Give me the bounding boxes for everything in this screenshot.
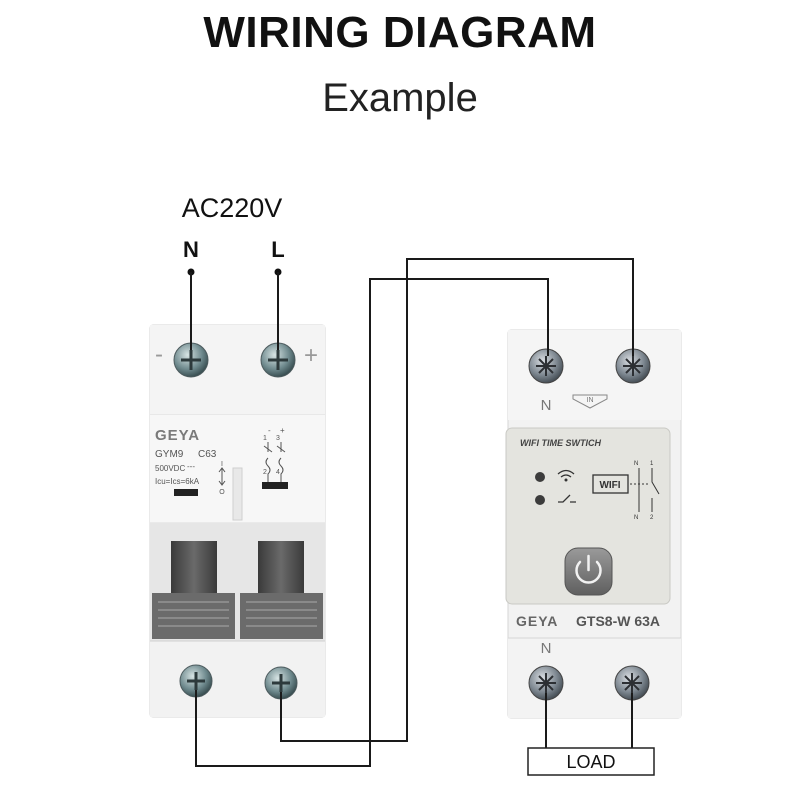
breaker-top-right-screw <box>260 342 296 378</box>
load-label: LOAD <box>566 752 615 772</box>
breaker-left-indicator-window <box>174 489 198 496</box>
breaker-switch-on-mark: I <box>221 461 223 468</box>
breaker-breaking-capacity: Icu=Ics=6kA <box>155 477 200 486</box>
breaker-terminal-1: 1 <box>263 435 267 442</box>
supply-line-label: L <box>271 237 284 262</box>
wifi-badge <box>592 474 629 494</box>
wifi-switch-panel-title: WIFI TIME SWTICH <box>520 438 601 448</box>
wifi-switch-top-left-screw <box>528 348 564 384</box>
schematic-terminal-2: 2 <box>650 515 654 521</box>
wifi-switch-model: GTS8-W 63A <box>576 613 660 629</box>
breaker-rating: C63 <box>198 449 217 460</box>
relay-status-led <box>535 495 545 505</box>
breaker-link-bar <box>232 467 243 521</box>
supply-voltage-label: AC220V <box>182 193 283 223</box>
wifi-switch-brand-logo: GEYA <box>516 613 558 629</box>
breaker-terminal-4: 4 <box>276 469 280 476</box>
relay-contact-icon <box>558 494 576 503</box>
schematic-terminal-1: 1 <box>650 461 654 467</box>
breaker-minus-mark-small: - <box>268 426 271 435</box>
relay-schematic-icon <box>630 468 660 512</box>
wifi-switch-input-arrow-label: IN <box>587 397 594 404</box>
breaker-plus-sign: + <box>304 342 318 369</box>
supply-neutral-label: N <box>183 237 199 262</box>
breaker-terminal-3: 3 <box>276 435 280 442</box>
wifi-switch-front-panel <box>505 427 671 605</box>
breaker-right-toggle[interactable] <box>240 541 323 639</box>
breaker-left-toggle[interactable] <box>152 541 235 639</box>
neutral-feed-wire <box>195 278 549 767</box>
schematic-n-bottom: N <box>634 515 638 521</box>
wiring <box>190 258 634 767</box>
wifi-status-led <box>535 472 545 482</box>
power-button[interactable] <box>564 547 613 596</box>
breaker-plus-mark-small: + <box>280 426 285 435</box>
diagram-title: WIRING DIAGRAM <box>203 8 597 57</box>
breaker-minus-sign: - <box>155 341 163 368</box>
breaker-switch-off-mark: O <box>219 489 225 496</box>
breaker-pole-symbol-icon <box>263 442 286 482</box>
diagram-subtitle: Example <box>322 76 478 120</box>
breaker-model: GYM9 <box>155 449 184 460</box>
circuit-breaker <box>149 324 326 718</box>
breaker-bottom-left-screw <box>179 664 213 698</box>
breaker-voltage: 500VDC <box>155 464 185 473</box>
wifi-switch-top-right-screw <box>615 348 651 384</box>
wifi-switch-bottom-left-screw <box>528 665 564 701</box>
wifi-icon <box>557 469 575 482</box>
wifi-badge-label: WIFI <box>599 480 620 491</box>
breaker-right-indicator-window <box>262 482 288 489</box>
wifi-switch-input-neutral: N <box>541 397 552 414</box>
load-box <box>527 747 655 776</box>
input-arrow-icon <box>572 394 608 409</box>
wifi-switch-output-neutral: N <box>541 640 552 657</box>
schematic-n-top: N <box>634 461 638 467</box>
breaker-switch-arrow-icon <box>218 467 226 486</box>
line-feed-wire <box>280 258 634 742</box>
breaker-dc-symbol: --- <box>187 462 195 471</box>
breaker-brand-logo: GEYA <box>155 427 200 444</box>
breaker-terminal-2: 2 <box>263 469 267 476</box>
